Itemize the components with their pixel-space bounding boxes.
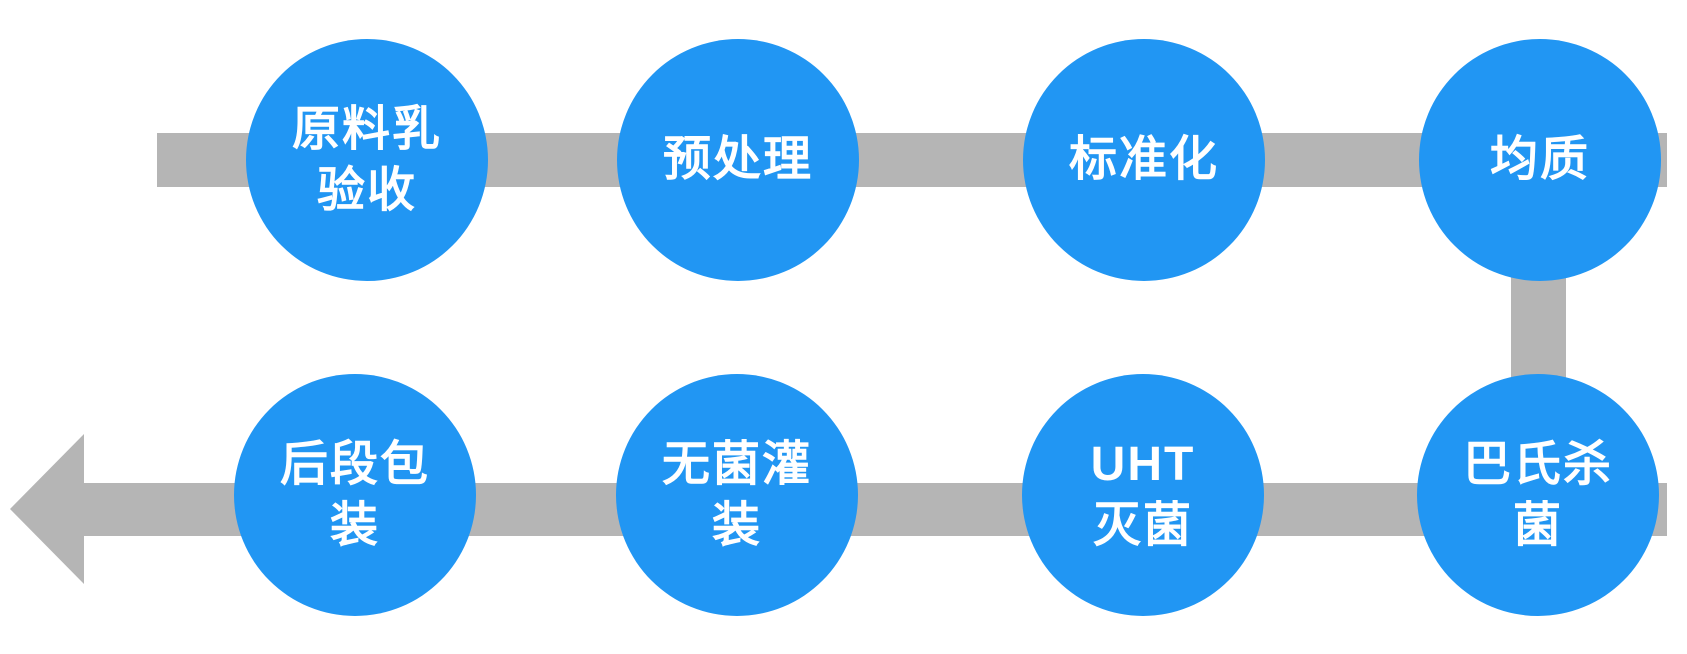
node-homogenization: 均质: [1419, 39, 1661, 281]
node-aseptic-filling: 无菌灌 装: [616, 374, 858, 616]
node-pretreatment: 预处理: [617, 39, 859, 281]
node-label: 预处理: [662, 133, 813, 187]
node-label: 标准化: [1068, 133, 1219, 187]
node-uht-sterilization: UHT 灭菌: [1022, 374, 1264, 616]
flow-arrow-icon: [10, 434, 84, 584]
node-label: UHT 灭菌: [1090, 437, 1196, 552]
node-label: 原料乳 验收: [291, 102, 442, 217]
node-label: 无菌灌 装: [661, 437, 812, 552]
node-final-packaging: 后段包 装: [234, 374, 476, 616]
node-label: 均质: [1489, 133, 1590, 187]
node-standardization: 标准化: [1023, 39, 1265, 281]
node-pasteurization: 巴氏杀 菌: [1417, 374, 1659, 616]
node-raw-milk-acceptance: 原料乳 验收: [246, 39, 488, 281]
node-label: 巴氏杀 菌: [1462, 437, 1613, 552]
node-label: 后段包 装: [279, 437, 430, 552]
